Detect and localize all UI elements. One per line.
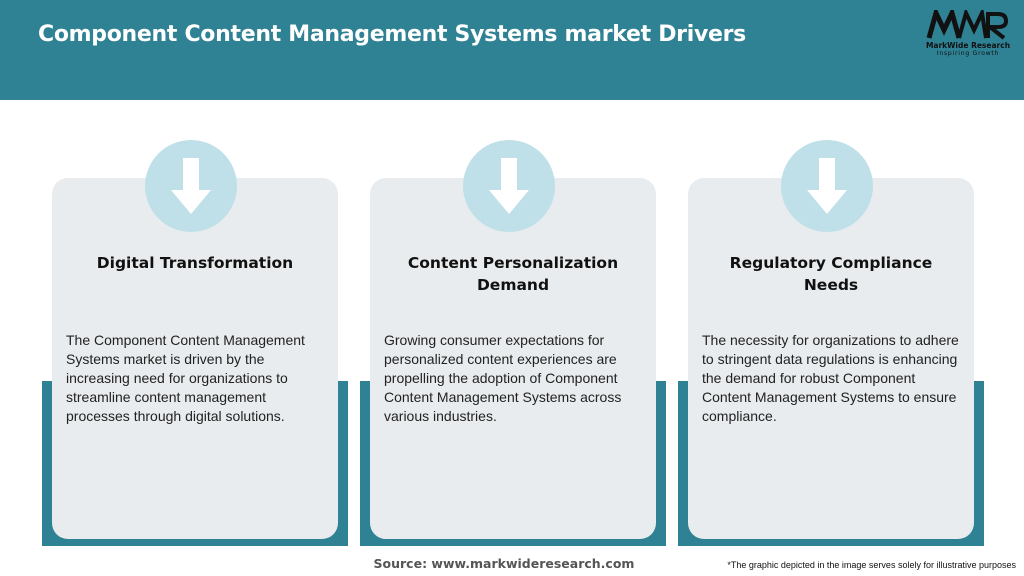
source-note: Source: www.markwideresearch.com [0, 556, 1024, 571]
card-panel [370, 178, 656, 539]
source-text: Source: www.markwideresearch.com [373, 556, 635, 571]
driver-card-2: Content Personalization Demand Growing c… [360, 140, 676, 548]
header-banner: Component Content Management Systems mar… [0, 0, 1024, 100]
mwr-logo-icon [926, 10, 1009, 40]
card-description: The necessity for organizations to adher… [702, 332, 959, 424]
card-description: The Component Content Management Systems… [66, 332, 305, 424]
company-logo: MarkWide Research Inspiring Growth [922, 10, 1014, 58]
arrow-down-icon [781, 140, 873, 232]
card-panel [52, 178, 338, 539]
arrow-down-icon [145, 140, 237, 232]
logo-tagline: Inspiring Growth [936, 50, 1000, 57]
driver-card-3: Regulatory Compliance Needs The necessit… [678, 140, 994, 548]
card-title: Digital Transformation [96, 254, 294, 272]
arrow-down-icon [463, 140, 555, 232]
card-description: Growing consumer expectations for person… [384, 332, 622, 424]
driver-card-1: Digital Transformation The Component Con… [42, 140, 358, 548]
card-title: Regulatory Compliance Needs [729, 254, 933, 294]
card-panel [688, 178, 974, 539]
page-title: Component Content Management Systems mar… [38, 22, 746, 47]
disclaimer-note: *The graphic depicted in the image serve… [727, 560, 1016, 570]
card-title: Content Personalization Demand [407, 254, 619, 294]
logo-name: MarkWide Research [925, 41, 1011, 50]
